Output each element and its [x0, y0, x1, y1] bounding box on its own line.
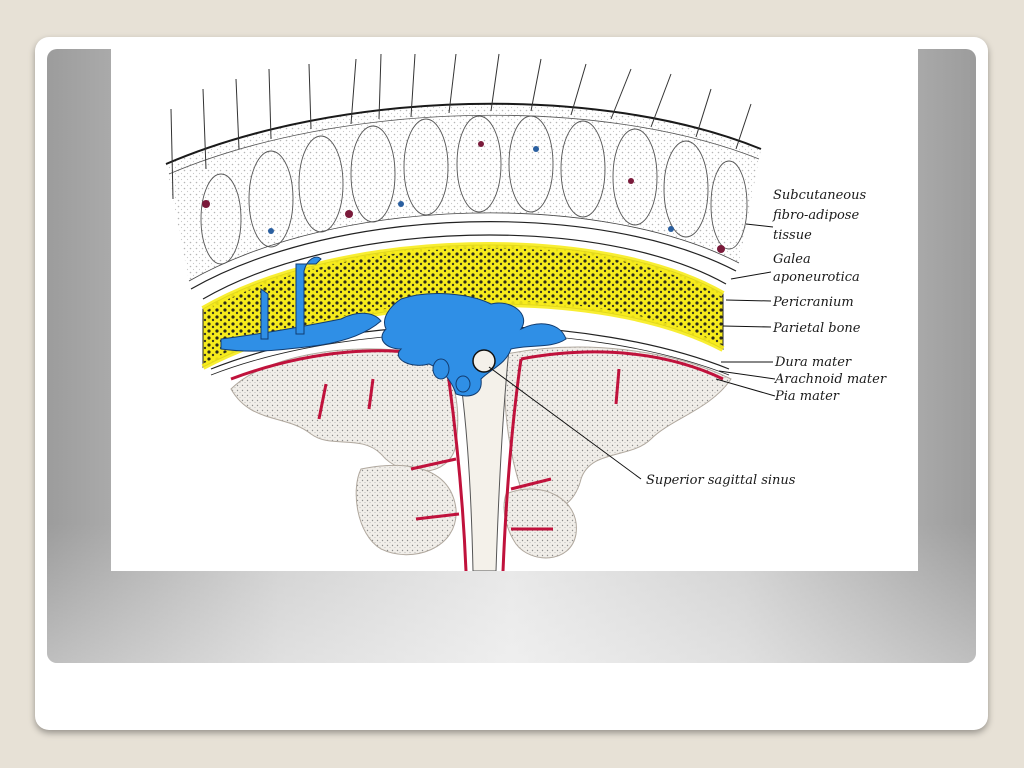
label-subcutaneous-2: fibro-adipose	[772, 208, 859, 223]
superior-sagittal-sinus-shape	[381, 293, 567, 397]
scalp-diagram-svg: Subcutaneous fibro-adipose tissue Galea …	[165, 53, 887, 571]
brain-gyri	[230, 346, 732, 559]
label-parietal-bone: Parietal bone	[772, 321, 861, 336]
leader-lines	[488, 223, 776, 480]
label-galea-2: aponeurotica	[773, 270, 860, 285]
falx-cerebri	[455, 348, 510, 571]
sinus-circle	[472, 349, 496, 373]
label-superior-sagittal-sinus: Superior sagittal sinus	[646, 473, 796, 488]
fibrous-septa	[200, 115, 748, 265]
pia-mater-vessels	[230, 349, 724, 571]
scalp-cross-section-figure: Subcutaneous fibro-adipose tissue Galea …	[111, 49, 918, 571]
label-galea-1: Galea	[773, 252, 811, 267]
label-subcutaneous-1: Subcutaneous	[773, 188, 866, 203]
venous-system	[220, 256, 567, 397]
skin-surface	[165, 102, 762, 165]
slide: Subcutaneous fibro-adipose tissue Galea …	[35, 37, 988, 730]
label-arachnoid-mater: Arachnoid mater	[774, 372, 887, 387]
subcutaneous-tissue	[166, 103, 761, 281]
label-subcutaneous-3: tissue	[773, 228, 812, 243]
label-pericranium: Pericranium	[772, 295, 854, 310]
label-pia-mater: Pia mater	[774, 389, 840, 404]
label-dura-mater: Dura mater	[774, 355, 852, 370]
follicle-dots	[202, 141, 725, 253]
hair-shafts	[170, 53, 752, 200]
